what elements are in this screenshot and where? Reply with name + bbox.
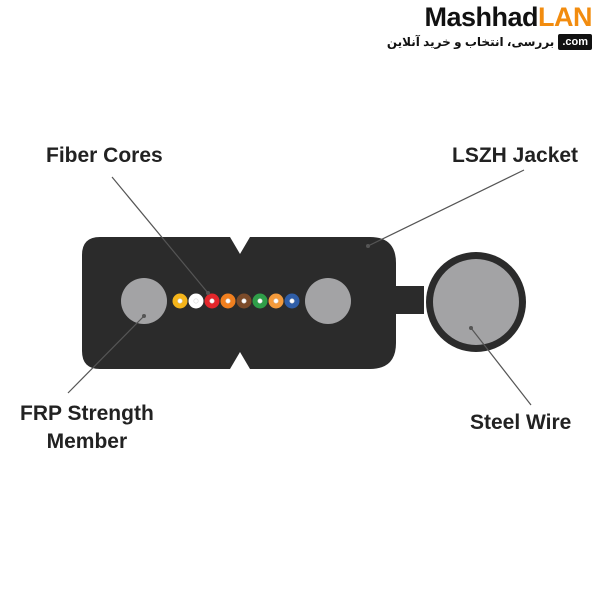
label-fiber-cores: Fiber Cores	[46, 144, 163, 167]
leader-dot-steel	[469, 326, 473, 330]
label-frp-line1: FRP Strength	[20, 402, 154, 425]
fiber-core-6-center	[257, 298, 263, 304]
fiber-core-1-center	[177, 298, 183, 304]
label-lszh-jacket: LSZH Jacket	[452, 144, 579, 167]
fiber-core-8-center	[289, 298, 295, 304]
leader-line-frp	[67, 315, 145, 394]
fiber-core-5-center	[241, 298, 247, 304]
leader-dot-frp	[142, 314, 146, 318]
frp-strength-member-left	[121, 278, 167, 324]
leader-line-jacket	[367, 169, 525, 247]
fiber-cores	[172, 293, 300, 309]
jacket-neck	[394, 286, 424, 314]
steel-wire	[433, 259, 519, 345]
fiber-core-7-center	[273, 298, 279, 304]
fiber-core-3-center	[209, 298, 215, 304]
logo-tagline: بررسی، انتخاب و خرید آنلاین	[386, 35, 555, 49]
fiber-core-4-center	[225, 298, 231, 304]
label-steel-wire: Steel Wire	[470, 411, 572, 434]
label-frp-strength-member: FRP Strength Member	[20, 400, 154, 456]
label-frp-line2: Member	[46, 430, 128, 453]
logo-domain-badge: .com	[558, 34, 592, 50]
leader-line-steel	[470, 327, 532, 406]
logo-mashhad: Mashhad	[424, 2, 538, 32]
logo-wordmark: MashhadLAN	[392, 2, 592, 32]
leader-dot-fiber	[206, 291, 210, 295]
logo-sub: بررسی، انتخاب و خرید آنلاین .com	[387, 33, 592, 51]
logo-lan: LAN	[538, 2, 593, 32]
leader-line-fiber	[111, 176, 209, 294]
fiber-core-2-center	[193, 298, 199, 304]
frp-strength-member-right	[305, 278, 351, 324]
leader-dot-jacket	[366, 244, 370, 248]
brand-logo: MashhadLAN بررسی، انتخاب و خرید آنلاین .…	[387, 2, 593, 51]
